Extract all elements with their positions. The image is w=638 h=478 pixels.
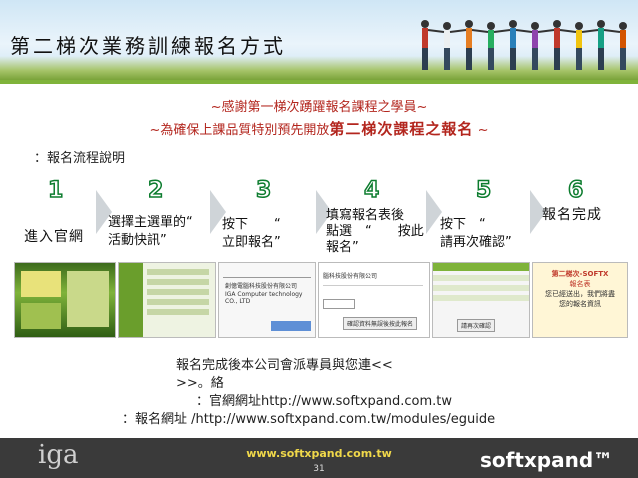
people-holding-hands-image: [421, 20, 627, 70]
step-3: 3 按下 “ 立即報名”: [222, 177, 333, 250]
screenshot-step-6: 第二梯次-SOFTX 報名表 您已經送出，我們將盡 您的報名資訊: [532, 262, 628, 338]
step-6: 6 報名完成: [542, 177, 622, 250]
step-label: 按下 “ 請再次確認”: [440, 217, 525, 250]
softxpand-logo: softxpand™: [480, 448, 614, 472]
step-2: 2 選擇主選單的“ 活動快訊”: [108, 177, 232, 250]
confirm-line: 您已經送出，我們將盡: [545, 290, 615, 298]
company-name: 創億電腦科技股份有限公司: [225, 283, 298, 290]
page-title: 第二梯次業務訓練報名方式: [10, 34, 286, 58]
step-number: 4: [363, 177, 380, 204]
process-intro: ：報名流程說明: [34, 151, 126, 166]
footer-url[interactable]: www.softxpand.com.tw: [246, 447, 392, 460]
submit-button[interactable]: 確認資料無誤後按此報名: [343, 317, 418, 330]
step-number: 6: [567, 177, 584, 204]
step-number: 3: [255, 177, 272, 204]
step-number: 1: [47, 177, 64, 204]
iga-logo: iga: [38, 440, 79, 470]
company-name: 腦科技股份有限公司: [323, 273, 378, 280]
notice-emphasis: 第二梯次課程之報名: [329, 120, 474, 138]
step-1: 1 進入官網: [20, 177, 96, 250]
step-label: 進入官網: [24, 229, 84, 245]
arrow-icon: [426, 190, 442, 234]
contact-note: 報名完成後本公司會派專員與您連<<: [176, 358, 393, 373]
screenshot-step-2: [118, 262, 216, 338]
step-4: 4 填寫報名表後 點選 “ 按此報名”: [326, 177, 424, 255]
notice-prefix: ~為確保上課品質特別預先開放: [149, 123, 330, 138]
screenshot-step-4: 腦科技股份有限公司 確認資料無誤後按此報名: [318, 262, 430, 338]
confirm-button[interactable]: 請再次確認: [457, 319, 496, 332]
arrow-icon: [530, 190, 546, 234]
step-number: 5: [475, 177, 492, 204]
screenshot-step-1: [14, 262, 116, 338]
arrow-icon: [210, 190, 226, 234]
confirm-line: 報名表: [569, 280, 591, 288]
notice-suffix: ~: [473, 123, 489, 138]
signup-link[interactable]: ：報名網址 /http://www.softxpand.com.tw/modul…: [122, 412, 496, 427]
footer-bar: [0, 438, 638, 478]
step-5: 5 按下 “ 請再次確認”: [440, 177, 532, 250]
thanks-line: ~感謝第一梯次踴躍報名課程之學員~: [210, 100, 428, 115]
arrow-icon: [316, 190, 332, 234]
confirm-title: 第二梯次-SOFTX: [551, 270, 609, 278]
step-label: 填寫報名表後 點選 “ 按此報名”: [326, 208, 424, 255]
step-label: 選擇主選單的“ 活動快訊”: [108, 215, 232, 248]
step-label: 按下 “ 立即報名”: [222, 217, 333, 250]
company-name-en: IGA Computer technology CO., LTD: [225, 291, 303, 305]
step-label: 報名完成: [542, 207, 602, 223]
header-divider: [0, 80, 638, 84]
screenshot-step-5: 請再次確認: [432, 262, 530, 338]
confirm-line: 您的報名資訊: [559, 300, 601, 308]
step-number: 2: [147, 177, 164, 204]
header-banner: 第二梯次業務訓練報名方式: [0, 0, 638, 80]
arrow-icon: [96, 190, 112, 234]
screenshot-step-3: 創億電腦科技股份有限公司 IGA Computer technology CO.…: [218, 262, 316, 338]
page-number: 31: [313, 464, 325, 474]
contact-note-cont: >>。絡: [176, 376, 224, 391]
notice-line: ~為確保上課品質特別預先開放第二梯次課程之報名 ~: [0, 118, 638, 139]
official-site-link[interactable]: ：官網網址http://www.softxpand.com.tw: [196, 394, 452, 409]
